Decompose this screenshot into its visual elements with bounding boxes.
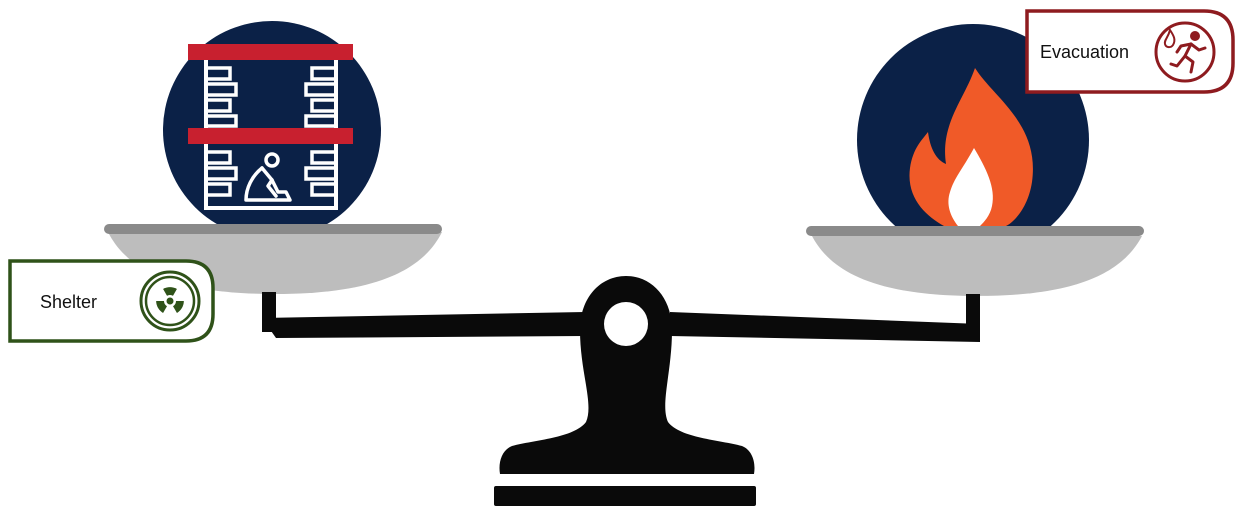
pivot-hole (604, 302, 648, 346)
shelter-building-icon (163, 21, 381, 239)
evacuation-label: Evacuation (1040, 42, 1129, 62)
middle-red-beam (188, 128, 353, 144)
balance-scale (104, 224, 1144, 506)
scale-beam-right (670, 312, 980, 342)
shelter-label: Shelter (40, 292, 97, 312)
top-red-beam (188, 44, 353, 60)
scale-beam (262, 312, 585, 338)
right-pan-bowl (812, 236, 1142, 296)
evacuation-tag: Evacuation (1027, 11, 1233, 92)
radiation-icon (141, 272, 199, 330)
shelter-tag: Shelter (10, 261, 213, 341)
scale-base (494, 486, 756, 506)
running-person-fire-icon (1156, 23, 1214, 81)
left-pan-rim (104, 224, 442, 234)
right-pan-rim (806, 226, 1144, 236)
